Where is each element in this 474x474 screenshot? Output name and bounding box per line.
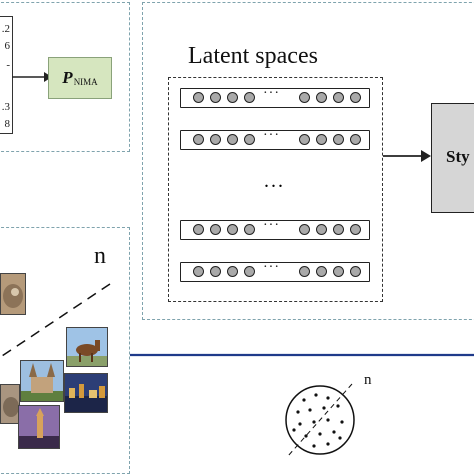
latent-unit [299, 134, 310, 145]
latent-unit [333, 266, 344, 277]
image-thumb-horse [66, 327, 108, 367]
set-symbol-top: n [94, 243, 106, 269]
latent-unit [193, 224, 204, 235]
nima-panel [0, 2, 130, 152]
set-partition-line [1, 283, 111, 357]
set-symbol-bottom: n [364, 372, 372, 388]
score-list: .2 6 - .3 8 [0, 16, 13, 134]
vector-ellipsis: ··· [263, 128, 280, 143]
score-item: .2 [1, 23, 10, 35]
latent-vector: ··· [180, 260, 370, 282]
latent-unit [193, 134, 204, 145]
nima-arrow [12, 72, 52, 82]
vector-ellipsis: ··· [263, 260, 280, 275]
score-item: 8 [4, 118, 11, 130]
latent-unit [333, 224, 344, 235]
latent-unit [299, 266, 310, 277]
latent-unit [350, 134, 361, 145]
latent-unit [316, 224, 327, 235]
latent-unit [244, 224, 255, 235]
vector-ellipsis: ··· [263, 86, 280, 101]
style-module-label: Sty [446, 147, 470, 166]
nima-label-sub: NIMA [73, 77, 98, 87]
latent-unit [227, 134, 238, 145]
latent-unit [299, 224, 310, 235]
nima-box: P NIMA [48, 57, 112, 99]
latent-unit [333, 134, 344, 145]
latent-vector: ··· [180, 128, 370, 150]
latent-unit [193, 266, 204, 277]
latent-unit [316, 92, 327, 103]
latent-unit [244, 134, 255, 145]
nima-label-main: P [62, 68, 73, 87]
latent-unit [210, 266, 221, 277]
image-thumb-cat [0, 273, 26, 315]
latent-unit [193, 92, 204, 103]
latent-panel [142, 2, 474, 320]
latent-to-style-arrow [383, 150, 431, 162]
latent-unit [316, 266, 327, 277]
latent-unit [227, 224, 238, 235]
latent-unit [333, 92, 344, 103]
vertical-ellipsis: ... [264, 170, 285, 192]
latent-unit [227, 266, 238, 277]
latent-vector: ··· [180, 86, 370, 108]
section-divider [130, 353, 474, 357]
image-thumb-city-night [64, 373, 108, 413]
latent-unit [316, 134, 327, 145]
latent-unit [210, 224, 221, 235]
latent-title: Latent spaces [188, 43, 318, 69]
latent-unit [227, 92, 238, 103]
latent-vector: ··· [180, 218, 370, 240]
latent-unit [244, 266, 255, 277]
score-item: .3 [1, 101, 10, 113]
latent-unit [350, 92, 361, 103]
score-item: - [6, 59, 10, 71]
latent-unit [210, 92, 221, 103]
vector-ellipsis: ··· [263, 218, 280, 233]
latent-container [168, 77, 383, 302]
image-thumb-kitten [0, 384, 20, 424]
score-item: 6 [4, 40, 11, 52]
latent-unit [350, 266, 361, 277]
style-module-box [431, 103, 474, 213]
image-thumb-cathedral [20, 360, 64, 402]
latent-unit [244, 92, 255, 103]
latent-unit [350, 224, 361, 235]
image-thumb-tower [18, 405, 60, 449]
sample-set-circle [285, 383, 355, 457]
latent-unit [299, 92, 310, 103]
latent-unit [210, 134, 221, 145]
